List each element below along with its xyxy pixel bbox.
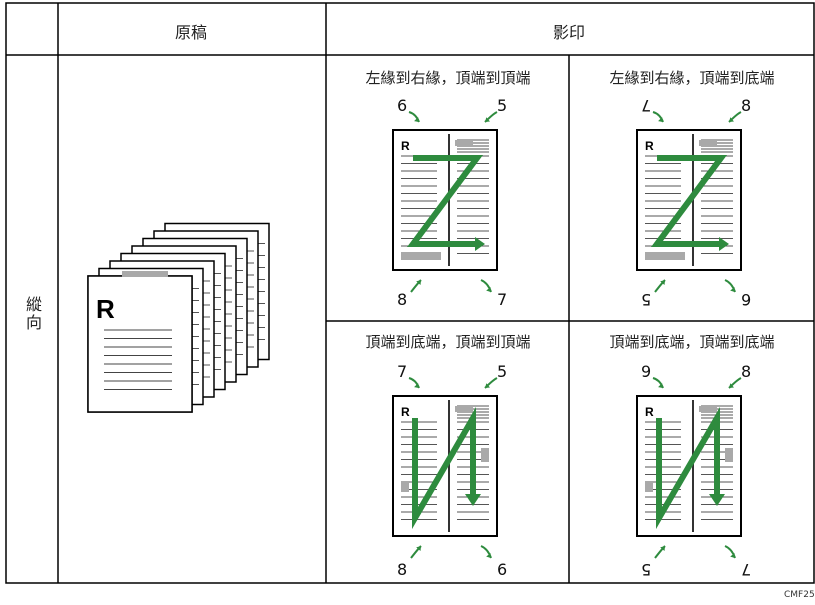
cell-4-num-br: 7 (741, 560, 752, 579)
copy-sheet-letter: R (645, 405, 654, 419)
n-arrow (412, 406, 481, 530)
copy-sheet-letter: R (401, 139, 410, 153)
copy-sheet-1: R (392, 111, 498, 293)
n-arrow (656, 406, 725, 530)
cell-2-caption: 左緣到右緣，頂端到底端 (609, 69, 775, 87)
n-arrow-path (656, 406, 720, 530)
copy-grey-block (401, 482, 409, 492)
z-arrow-head (475, 237, 485, 251)
cell-4-num-tr: 8 (741, 362, 752, 381)
header-original: 原稿 (175, 23, 208, 42)
corner-arrow-bl-head (416, 280, 421, 285)
n-arrow-head (709, 494, 725, 506)
cell-3-num-tr: 5 (497, 362, 508, 381)
cell-1-num-bl: 8 (397, 290, 408, 309)
corner-arrow-br-head (486, 287, 491, 292)
corner-arrow-tl-head (414, 383, 419, 388)
cell-1-num-tl: 6 (397, 96, 408, 115)
z-arrow-path (407, 155, 483, 247)
copy-sheet-2: R (636, 111, 742, 293)
cell-2-num-tl: 7 (641, 96, 652, 115)
corner-arrow-br-head (730, 553, 735, 558)
cell-1-caption: 左緣到右緣，頂端到頂端 (365, 69, 531, 87)
corner-arrow-tr-head (485, 117, 490, 122)
cell-3-caption: 頂端到底端，頂端到頂端 (365, 333, 531, 351)
front-sheet: R (87, 275, 193, 413)
copy-grey-block (645, 482, 653, 492)
cell-3-num-br: 6 (497, 560, 508, 579)
corner-arrow-tr-head (485, 383, 490, 388)
n-arrow-path (412, 406, 476, 530)
copy-sheet-letter: R (401, 405, 410, 419)
z-arrow (651, 155, 729, 251)
z-arrow-head (719, 237, 729, 251)
corner-arrow-bl-head (660, 546, 665, 551)
copy-grey-block (725, 448, 733, 462)
corner-arrow-tr-head (729, 117, 734, 122)
copy-grey-block (699, 406, 717, 412)
corner-arrow-tr-head (729, 383, 734, 388)
corner-arrow-bl-head (416, 546, 421, 551)
row-label-portrait: 縱向 (23, 296, 42, 332)
cell-2-num-bl: 5 (641, 290, 652, 309)
copy-sheet-3: R (392, 377, 498, 559)
copy-grey-block (455, 406, 473, 412)
cell-3-num-bl: 8 (397, 560, 408, 579)
table-grid (5, 2, 815, 584)
z-arrow-path (651, 155, 727, 247)
front-sheet-letter: R (96, 294, 115, 324)
header-copy: 影印 (553, 23, 586, 42)
copy-grey-block (401, 252, 441, 260)
cell-1-num-tr: 5 (497, 96, 508, 115)
cell-2-num-tr: 8 (741, 96, 752, 115)
copy-grey-block (481, 448, 489, 462)
cell-2-num-br: 6 (741, 290, 752, 309)
corner-arrow-tl-head (658, 117, 663, 122)
cell-4-num-bl: 5 (641, 560, 652, 579)
cell-3-num-tl: 7 (397, 362, 408, 381)
copy-grey-block (645, 252, 685, 260)
sheet-grey-mark (122, 271, 168, 277)
corner-arrow-tl-head (414, 117, 419, 122)
cell-4-caption: 頂端到底端，頂端到底端 (609, 333, 775, 351)
copy-sheet-letter: R (645, 139, 654, 153)
corner-arrow-tl-head (658, 383, 663, 388)
n-arrow-head (465, 494, 481, 506)
corner-arrow-br-head (730, 287, 735, 292)
copy-grey-block (455, 140, 473, 146)
original-stack: R (87, 222, 270, 413)
copy-grey-block (699, 140, 717, 146)
corner-arrow-br-head (486, 553, 491, 558)
corner-arrow-bl-head (660, 280, 665, 285)
z-arrow (407, 155, 485, 251)
cell-4-num-tl: 9 (641, 362, 652, 381)
cell-1-num-br: 7 (497, 290, 508, 309)
copy-cells: R R R R (392, 111, 742, 559)
copy-sheet-4: R (636, 377, 742, 559)
figure-code: CMF25 (784, 590, 815, 600)
